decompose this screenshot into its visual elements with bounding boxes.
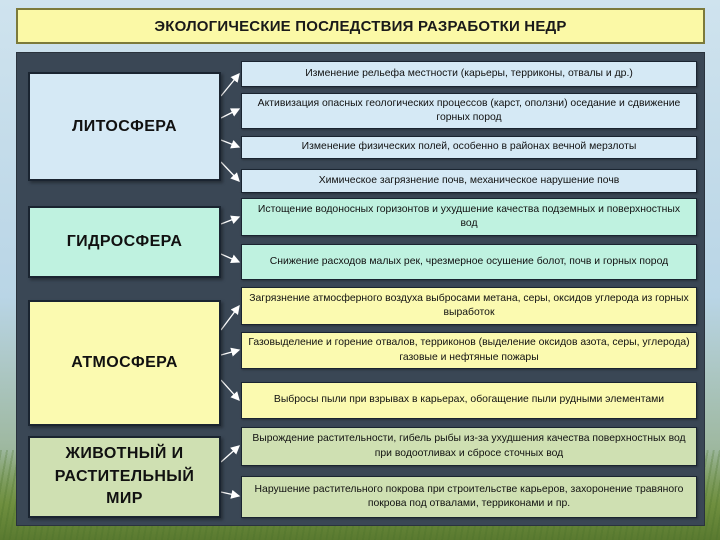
arrow-atmosphere-2 <box>220 347 241 357</box>
effect-relief-change: Изменение рельефа местности (карьеры, те… <box>241 61 697 87</box>
sphere-flora-fauna: ЖИВОТНЫЙ И РАСТИТЕЛЬНЫЙ МИР <box>28 436 221 518</box>
page-title: ЭКОЛОГИЧЕСКИЕ ПОСЛЕДСТВИЯ РАЗРАБОТКИ НЕД… <box>16 8 705 44</box>
effect-geological-processes: Активизация опасных геологических процес… <box>241 93 697 129</box>
arrow-hydrosphere-2 <box>220 253 241 263</box>
sphere-hydrosphere: ГИДРОСФЕРА <box>28 206 221 278</box>
arrow-atmosphere-1 <box>220 304 240 331</box>
effect-river-flow-reduction: Снижение расходов малых рек, чрезмерное … <box>241 244 697 280</box>
arrow-lithosphere-4 <box>220 161 240 182</box>
effect-vegetation-degradation: Вырождение растительности, гибель рыбы и… <box>241 427 697 466</box>
effect-soil-pollution: Химическое загрязнение почв, механическо… <box>241 169 697 193</box>
arrow-lithosphere-1 <box>220 72 240 97</box>
effect-physical-fields: Изменение физических полей, особенно в р… <box>241 136 697 159</box>
effect-aquifer-depletion: Истощение водоносных горизонтов и ухудше… <box>241 198 697 236</box>
arrow-lithosphere-3 <box>220 139 241 149</box>
effect-vegetation-disturbance: Нарушение растительного покрова при стро… <box>241 476 697 518</box>
effect-dump-burning: Газовыделение и горение отвалов, террико… <box>241 332 697 369</box>
effect-dust-emissions: Выбросы пыли при взрывах в карьерах, обо… <box>241 382 697 419</box>
sphere-lithosphere: ЛИТОСФЕРА <box>28 72 221 181</box>
arrow-biosphere-2 <box>220 489 241 499</box>
effect-air-pollution: Загрязнение атмосферного воздуха выброса… <box>241 287 697 325</box>
arrow-biosphere-1 <box>220 445 240 463</box>
arrow-atmosphere-3 <box>220 379 240 401</box>
sphere-atmosphere: АТМОСФЕРА <box>28 300 221 426</box>
arrow-lithosphere-2 <box>220 108 241 119</box>
arrow-hydrosphere-1 <box>220 215 241 225</box>
